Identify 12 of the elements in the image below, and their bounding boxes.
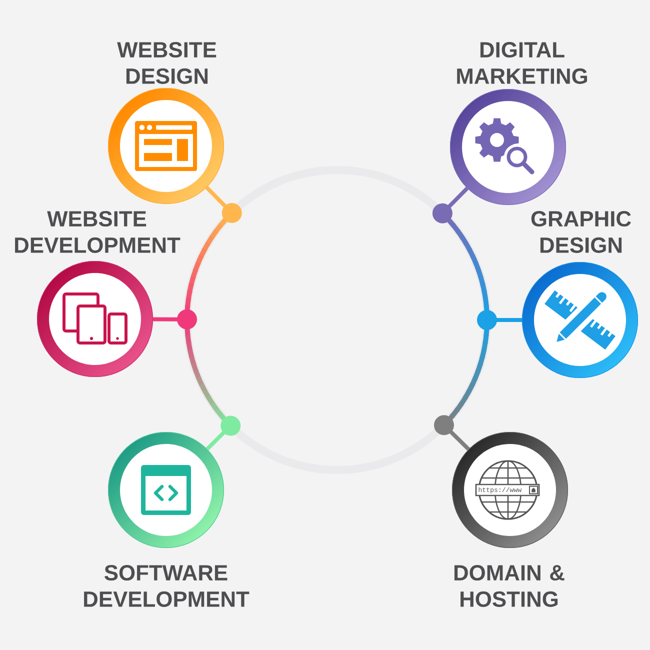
service-title: SOFTWARE DEVELOPMENT: [84, 565, 250, 607]
service-title: GRAPHIC DESIGN: [531, 211, 631, 253]
service-title: DIGITAL MARKETING: [457, 42, 587, 84]
connector: [152, 309, 197, 330]
connector: [206, 416, 241, 451]
service-title: WEBSITE DEVELOPMENT: [15, 211, 180, 253]
service-title: WEBSITE DESIGN: [117, 42, 216, 84]
connector: [432, 186, 469, 224]
connector: [434, 415, 470, 451]
connector: [477, 310, 522, 330]
service-title: DOMAIN & HOSTING: [454, 565, 564, 607]
connector: [205, 186, 242, 224]
